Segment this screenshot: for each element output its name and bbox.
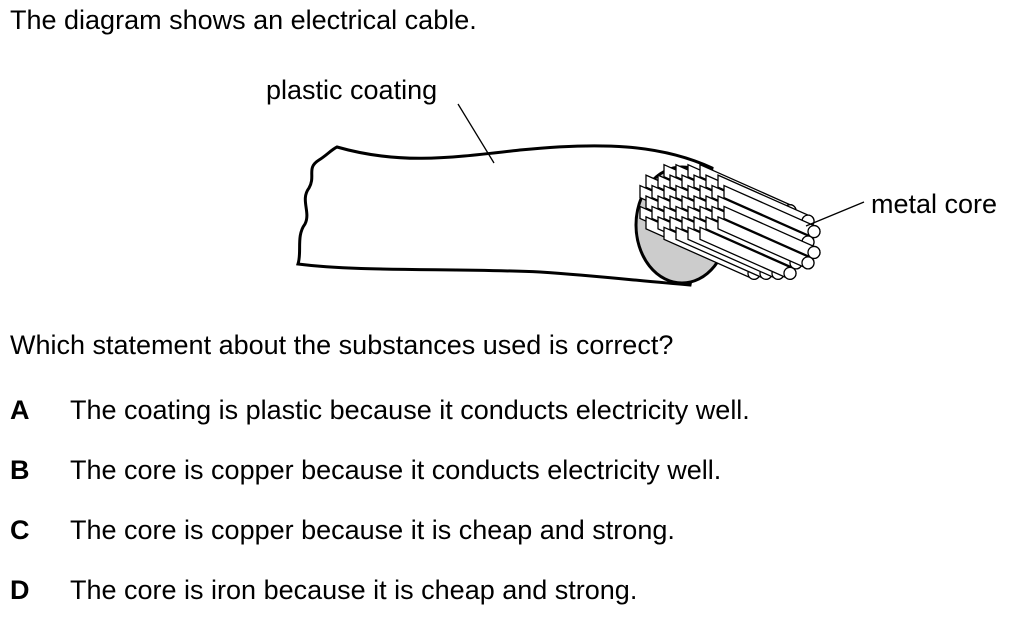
wire-strand-end: [783, 266, 797, 280]
question-text: Which statement about the substances use…: [10, 330, 674, 360]
option-text: The core is iron because it is cheap and…: [70, 575, 638, 605]
core-leader-line: [805, 201, 865, 227]
cable-coating-shape: [296, 144, 714, 287]
metal-core-strands: [639, 163, 821, 280]
option-letter: C: [10, 515, 30, 545]
option-text: The core is copper because it conducts e…: [70, 455, 722, 485]
wire-strand-end: [807, 224, 821, 239]
intro-text: The diagram shows an electrical cable.: [10, 5, 477, 35]
label-plastic-coating: plastic coating: [266, 75, 437, 105]
option-text: The core is copper because it is cheap a…: [70, 515, 675, 545]
option-letter: A: [10, 395, 30, 425]
wire-strand-end: [801, 256, 815, 270]
label-metal-core: metal core: [871, 189, 997, 219]
option-letter: B: [10, 455, 30, 485]
coating-leader-line: [457, 103, 495, 164]
wire-strand-end: [807, 245, 821, 260]
option-text: The coating is plastic because it conduc…: [70, 395, 750, 425]
option-letter: D: [10, 575, 30, 605]
